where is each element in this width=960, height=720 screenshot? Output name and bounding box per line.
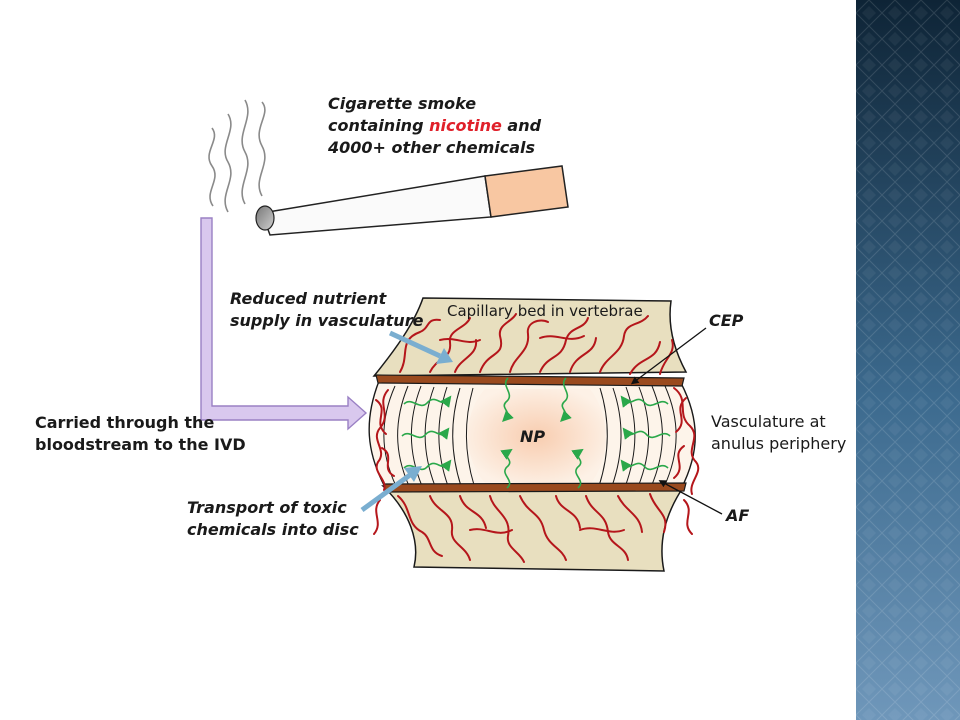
lower-endplate [383, 482, 687, 493]
bloodstream-line2: bloodstream to the IVD [35, 435, 246, 454]
vasculature-line2: anulus periphery [711, 434, 847, 453]
smoke-wisps [208, 99, 266, 213]
bloodstream-pathway-arrow [200, 217, 368, 431]
np-label: NP [520, 427, 546, 446]
bloodstream-label: Carried through the bloodstream to the I… [35, 412, 246, 456]
capillary-vessels [373, 313, 700, 563]
reduced-supply-line1: Reduced nutrient [230, 289, 387, 308]
reduced-supply-line2: supply in vasculature [230, 311, 424, 330]
vasculature-label: Vasculature at anulus periphery [711, 411, 846, 455]
bloodstream-line1: Carried through the [35, 413, 215, 432]
transport-line1: Transport of toxic [187, 498, 347, 517]
diagram-illustration [200, 99, 723, 572]
smoke-label-line2: containing nicotine and [328, 115, 541, 137]
reduced-supply-label: Reduced nutrient supply in vasculature [230, 288, 423, 332]
transport-arrows [401, 377, 671, 489]
upper-endplate [375, 374, 685, 387]
capillary-bed-label: Capillary bed in vertebrae [447, 302, 643, 320]
smoke-label: Cigarette smoke containing nicotine and … [328, 93, 541, 159]
cep-leader-line [630, 327, 707, 385]
transport-line2: chemicals into disc [187, 520, 359, 539]
lower-vertebra [381, 485, 686, 572]
smoke-label-text: containing [328, 116, 430, 135]
af-leader-line [658, 480, 723, 515]
cigarette-icon [255, 165, 569, 236]
pointer-arrows [360, 330, 453, 513]
transport-label: Transport of toxic chemicals into disc [187, 497, 359, 541]
upper-vertebra [372, 297, 688, 377]
nicotine-highlight: nicotine [429, 116, 502, 135]
smoke-label-line3: 4000+ other chemicals [328, 138, 536, 157]
smoke-label-line1: Cigarette smoke [328, 94, 477, 113]
af-label: AF [726, 506, 750, 525]
smoke-label-text-end: and [501, 116, 542, 135]
decorative-side-panel [856, 0, 960, 720]
vasculature-line1: Vasculature at [711, 412, 826, 431]
cep-label: CEP [709, 311, 744, 330]
